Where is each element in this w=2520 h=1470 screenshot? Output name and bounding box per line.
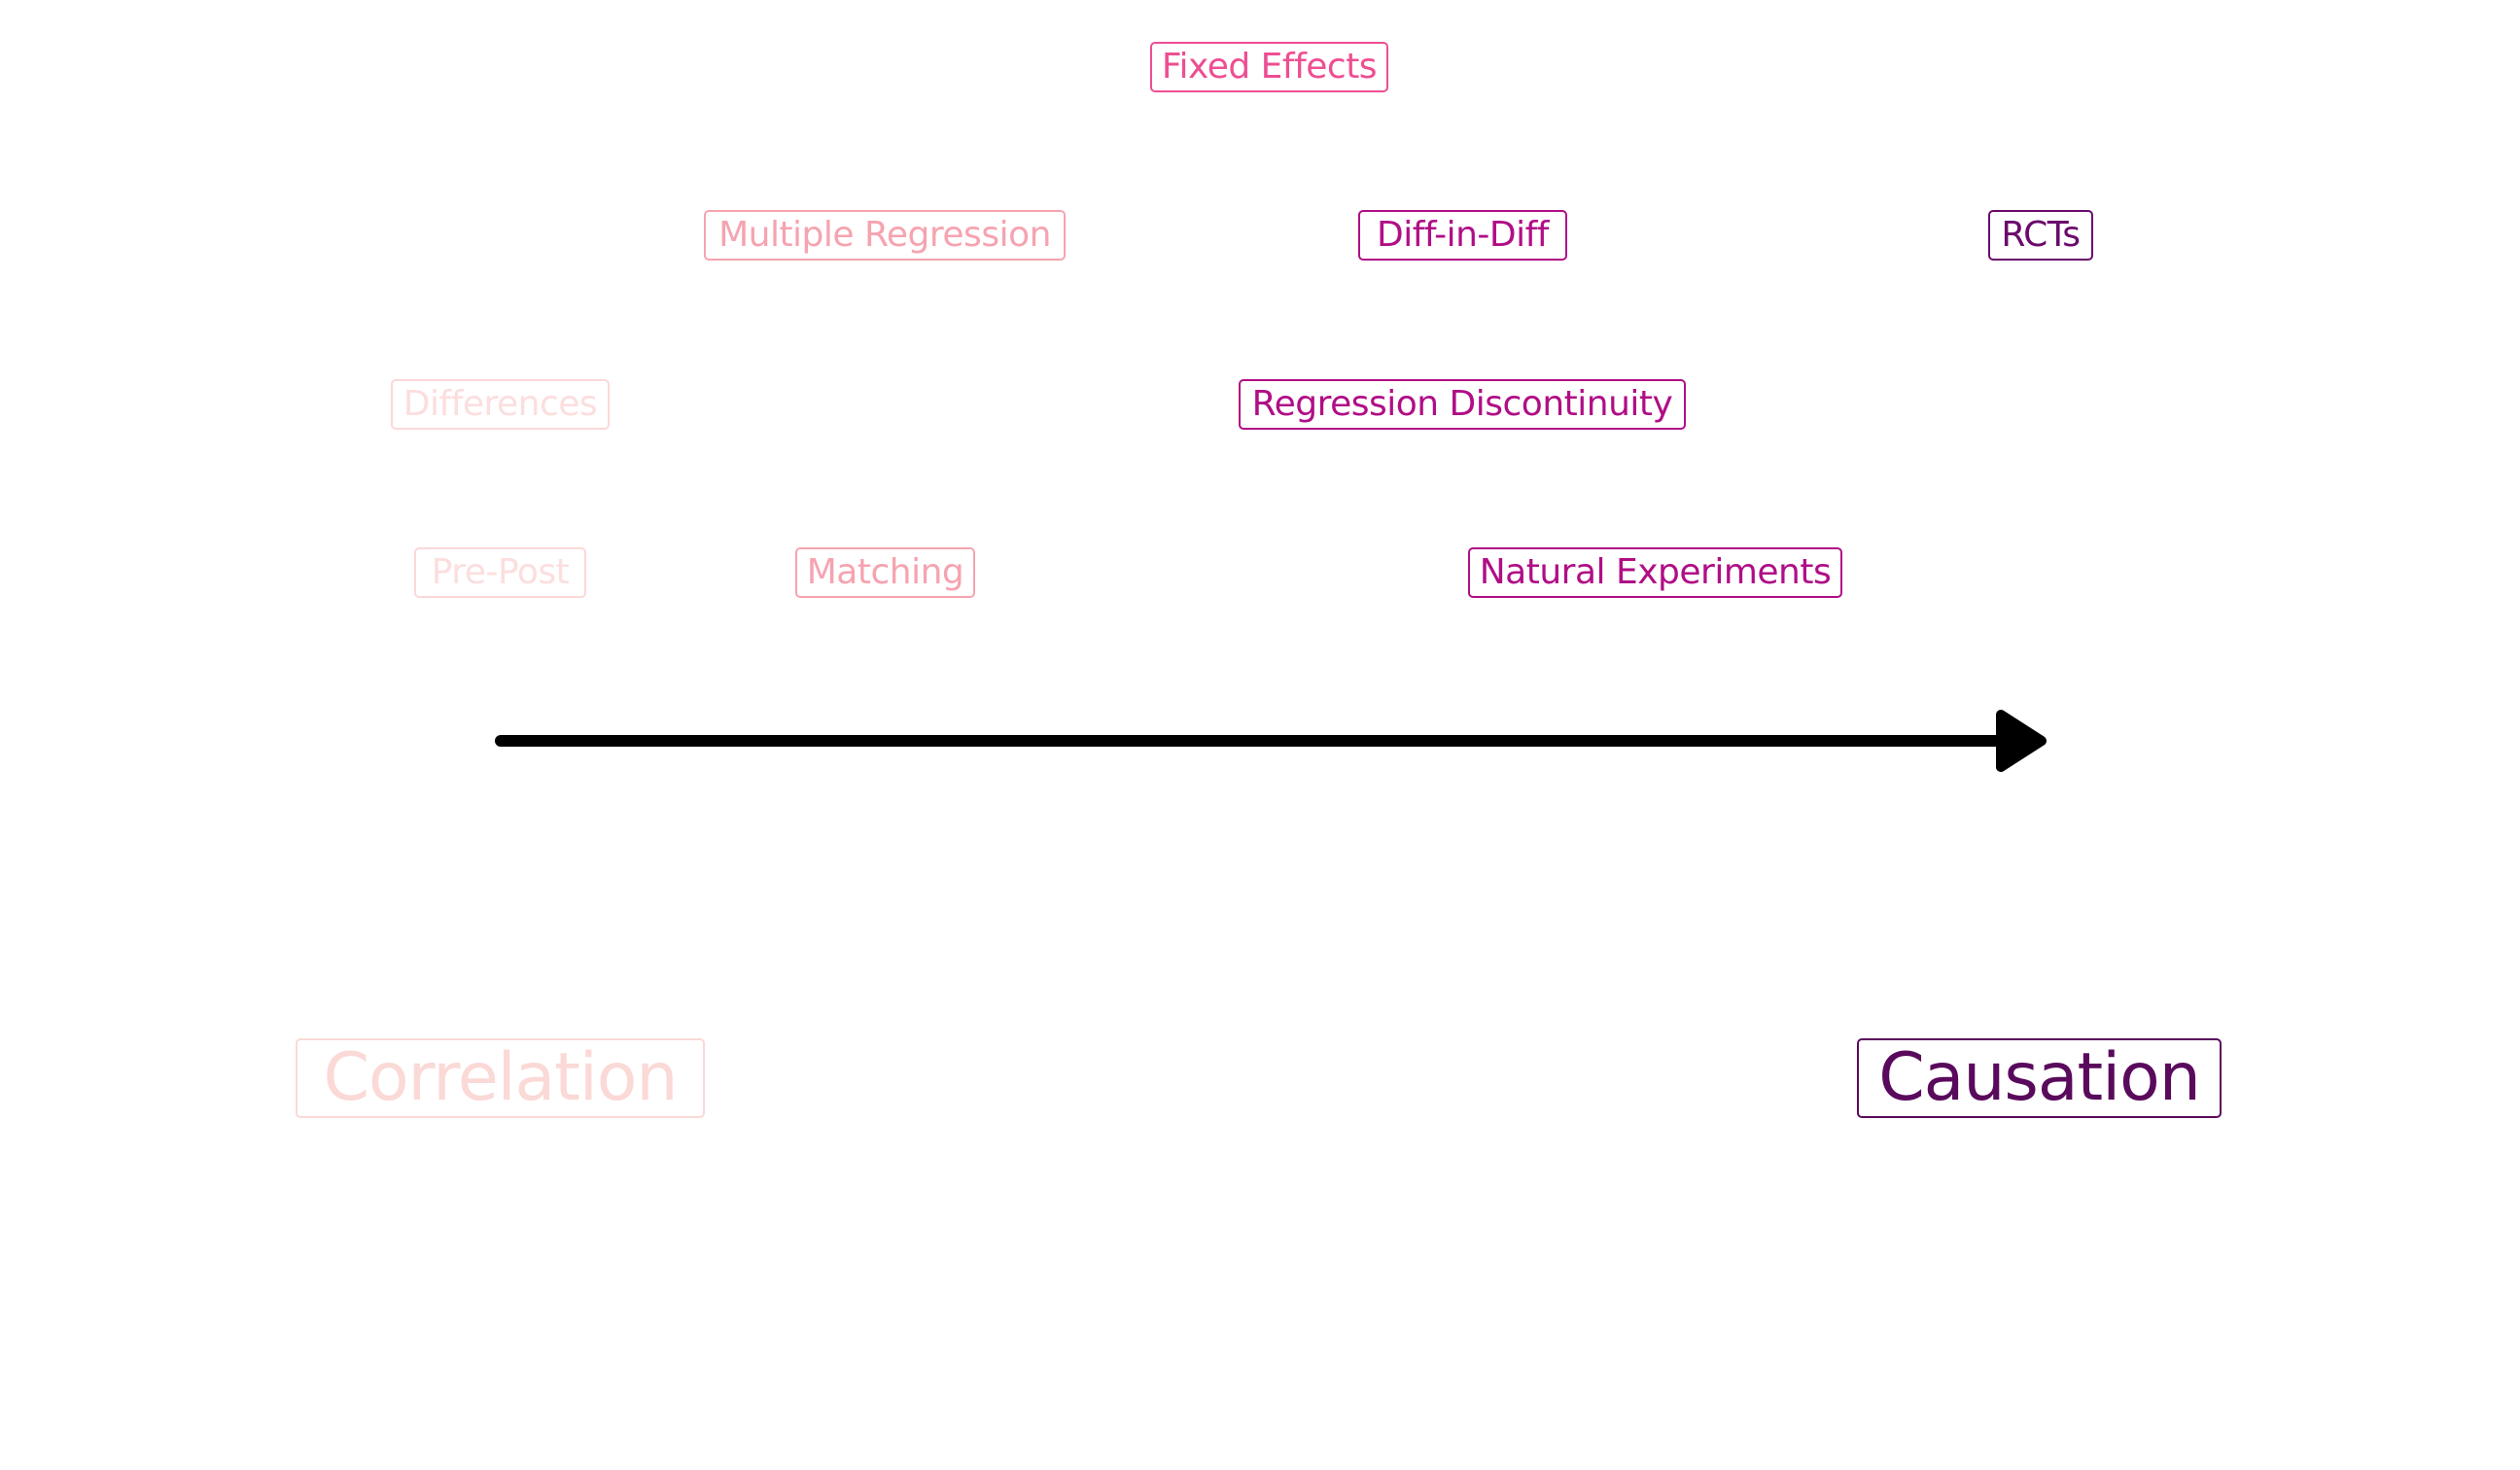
method-multiple-regression: Multiple Regression <box>704 210 1066 261</box>
method-differences: Differences <box>391 379 610 430</box>
method-label: Natural Experiments <box>1479 552 1832 592</box>
axis-right-label: Causation <box>1878 1039 2201 1116</box>
method-diff-in-diff: Diff-in-Diff <box>1358 210 1567 261</box>
method-label: Diff-in-Diff <box>1377 215 1549 255</box>
axis-left-label: Correlation <box>323 1039 679 1116</box>
method-label: Pre-Post <box>431 552 570 592</box>
method-regression-discontinuity: Regression Discontinuity <box>1239 379 1686 430</box>
method-label: Multiple Regression <box>718 215 1051 255</box>
method-label: Regression Discontinuity <box>1251 384 1673 424</box>
method-label: Fixed Effects <box>1161 47 1378 87</box>
method-pre-post: Pre-Post <box>414 547 586 598</box>
method-natural-experiments: Natural Experiments <box>1468 547 1842 598</box>
method-label: RCTs <box>2001 215 2081 255</box>
method-matching: Matching <box>795 547 975 598</box>
label-correlation: Correlation <box>296 1038 705 1118</box>
method-label: Matching <box>806 552 964 592</box>
label-causation: Causation <box>1857 1038 2222 1118</box>
method-rcts: RCTs <box>1988 210 2093 261</box>
method-label: Differences <box>402 384 598 424</box>
arrow-head-icon <box>1996 710 2047 772</box>
method-fixed-effects: Fixed Effects <box>1150 42 1388 92</box>
